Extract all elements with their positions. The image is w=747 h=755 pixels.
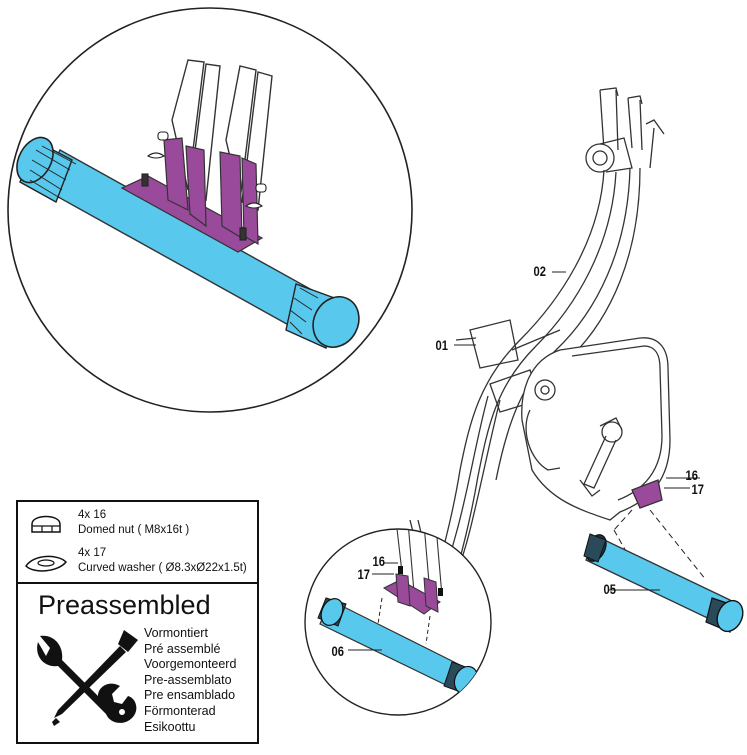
preassembled-title: Preassembled [38,590,211,620]
domed-nut-icon [31,515,61,533]
curved-washer-icon [25,555,68,572]
callout-leaders [348,271,700,651]
callout-17-front: 17 [358,567,370,582]
translation-de: Vormontiert [144,626,208,640]
callout-02: 02 [534,264,546,279]
hardware-name: Domed nut ( M8x16t ) [78,524,190,536]
translation-fi: Esikoottu [144,719,196,734]
callout-01: 01 [436,338,448,353]
legend-box: 4x 16 Domed nut ( M8x16t ) 4x 17 Curved … [16,500,259,744]
zoom-detail-large [7,7,413,413]
pedal-crank [579,417,623,497]
translation-nl: Voorgemonteerd [144,657,237,672]
hardware-qty: 4x 17 [78,547,107,559]
bike-frame [409,87,671,613]
frame-bracket-zoom [120,137,264,253]
front-stabiliser-tube-zoom [16,136,360,349]
hardware-qty: 4x 16 [78,509,107,521]
tension-knob [585,137,633,173]
hardware-name: Curved washer ( Ø8.3xØ22x1.5t) [78,562,247,574]
callout-17-rear: 17 [692,482,704,497]
callout-05: 05 [604,582,616,597]
preassembled-translations: Vormontiert Pré assemblé Voorgemonteerd … [144,626,236,735]
front-end-cap-left [317,597,347,627]
callout-16-rear: 16 [686,468,698,483]
hardware-list: 4x 16 Domed nut ( M8x16t ) 4x 17 Curved … [18,502,257,584]
end-cap-left-zoom [16,136,77,204]
translation-sv: Förmonterad [144,703,216,718]
translation-es: Pre ensamblado [144,688,236,703]
zoom-detail-small [304,528,492,716]
callout-06: 06 [332,644,344,659]
main-frame-tube [429,167,641,605]
end-cap-right-zoom [285,283,360,349]
callout-16-front: 16 [373,554,385,569]
rear-end-cap-left [583,533,607,563]
translation-fr: Pré assemblé [144,641,221,656]
rear-end-cap-right [705,597,744,633]
translation-it: Pre-assemblato [144,672,232,687]
hardware-item-domed-nut: 4x 16 Domed nut ( M8x16t ) [24,506,254,542]
hardware-item-curved-washer: 4x 17 Curved washer ( Ø8.3xØ22x1.5t) [24,544,254,580]
wrench-screwdriver-icon [37,630,138,726]
rear-stabiliser-tube [583,533,744,633]
